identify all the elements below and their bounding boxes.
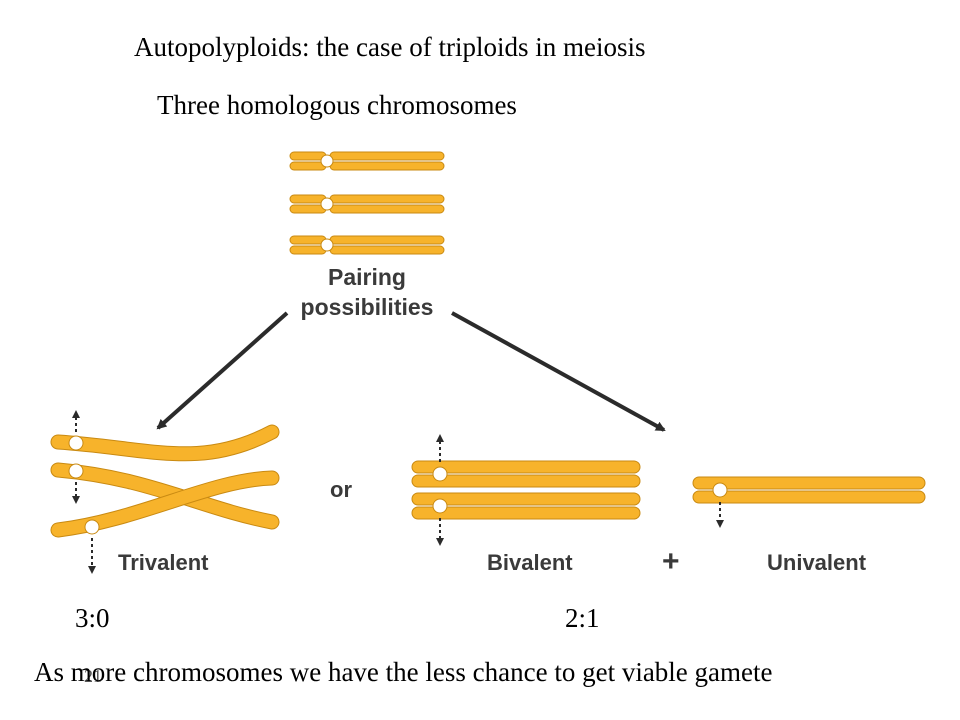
plus-sign: + xyxy=(662,545,680,578)
homolog-chromosome-2 xyxy=(289,194,445,214)
ratio-bivalent-univalent: 2:1 xyxy=(565,603,600,633)
bivalent-chromosomes xyxy=(411,434,641,546)
trivalent-label: Trivalent xyxy=(118,550,209,575)
bivalent-label: Bivalent xyxy=(487,550,573,575)
bottom-note: As more chromosomes we have the less cha… xyxy=(34,657,773,687)
pairing-possibilities-label: Pairing possibilities xyxy=(292,262,442,322)
pairing-line-2: possibilities xyxy=(300,294,434,320)
or-label: or xyxy=(330,477,352,502)
homolog-chromosome-1 xyxy=(289,151,445,171)
homolog-chromosome-3 xyxy=(289,235,445,255)
arrow-to-trivalent xyxy=(156,311,289,430)
arrow-to-bivalent xyxy=(451,311,666,432)
slide-subtitle: Three homologous chromosomes xyxy=(157,90,517,120)
univalent-label: Univalent xyxy=(767,550,867,575)
slide-number: 21 xyxy=(84,666,102,686)
pairing-line-1: Pairing xyxy=(328,264,406,290)
univalent-chromosome xyxy=(692,476,926,528)
slide-title: Autopolyploids: the case of triploids in… xyxy=(134,32,646,62)
trivalent-chromosomes xyxy=(50,410,280,574)
ratio-trivalent: 3:0 xyxy=(75,603,110,633)
